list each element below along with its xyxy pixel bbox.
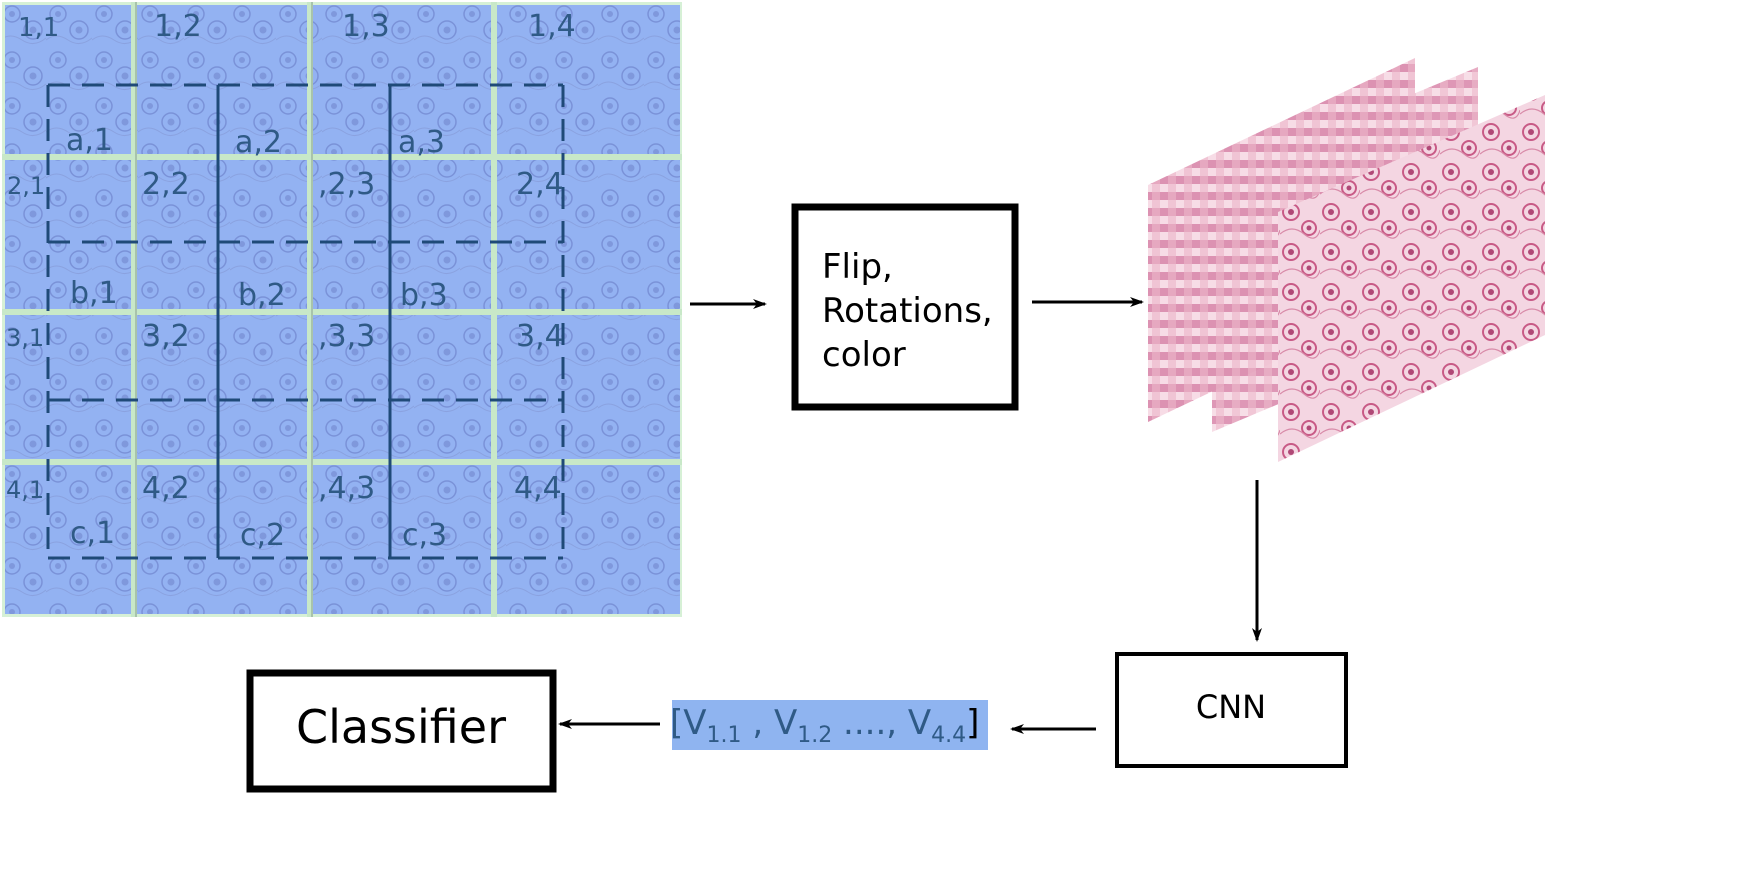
tile-2-2 (137, 160, 307, 309)
tile-label-4-4: 4,4 (514, 471, 562, 506)
vector-sub-1: 1.1 (707, 723, 742, 748)
patch-label-b-3: b,3 (400, 278, 448, 313)
vector-sep-1: , (742, 703, 774, 743)
tile-2-1 (5, 160, 131, 309)
tile-1-1 (5, 5, 131, 154)
augment-line-3: color (822, 335, 906, 375)
tile-label-1-3: 1,3 (342, 9, 390, 44)
tile-1-4 (497, 5, 680, 154)
classifier-box: Classifier (246, 669, 557, 793)
patch-label-c-2: c,2 (240, 518, 285, 553)
vector-highlight (672, 700, 988, 750)
tile-3-1 (5, 315, 131, 459)
tile-3-4 (497, 315, 680, 459)
patch-label-b-1: b,1 (70, 276, 118, 311)
vector-v1: V (683, 703, 706, 743)
tile-label-2-3: ,2,3 (318, 167, 375, 202)
tile-label-3-4: 3,4 (516, 319, 564, 354)
tile-label-4-2: 4,2 (142, 471, 190, 506)
augment-line-1: Flip, (822, 247, 893, 287)
augment-line-2: Rotations, (822, 291, 993, 331)
tile-label-2-1: 2,1 (7, 172, 45, 200)
tile-4-1 (5, 465, 131, 614)
patch-label-a-1: a,1 (66, 123, 113, 158)
augmented-patches (1148, 58, 1545, 462)
cnn-box: CNN (1115, 652, 1348, 768)
vector-open-bracket: [ (670, 703, 683, 743)
tile-dividers (2, 2, 682, 617)
vector-sub-2: 1.2 (797, 723, 832, 748)
patch-overlay (46, 83, 565, 560)
tile-4-3 (313, 465, 491, 614)
tile-4-2 (137, 465, 307, 614)
tile-label-3-2: 3,2 (142, 319, 190, 354)
patch-label-c-3: c,3 (402, 518, 447, 553)
tile-label-3-3: ,3,3 (318, 319, 375, 354)
tile-3-2 (137, 315, 307, 459)
tile-label-4-1: 4,1 (6, 476, 44, 504)
tile-label-1-1: 1,1 (18, 13, 59, 43)
tile-3-3 (313, 315, 491, 459)
tile-label-2-2: 2,2 (142, 167, 190, 202)
vector-v3: V (908, 703, 931, 743)
tile-2-3 (313, 160, 491, 309)
tile-label-1-4: 1,4 (528, 9, 576, 44)
vector-dots: ...., (832, 703, 908, 743)
patch-label-b-2: b,2 (238, 278, 286, 313)
tile-label-2-4: 2,4 (516, 167, 564, 202)
tile-1-2 (137, 5, 307, 154)
augmented-patch-front (1278, 95, 1545, 462)
tile-1-3 (313, 5, 491, 154)
tile-4-4 (497, 465, 680, 614)
vector-v2: V (774, 703, 797, 743)
tile-label-3-1: 3,1 (6, 324, 44, 352)
feature-vector: [V1.1 , V1.2 ...., V4.4] (670, 700, 988, 750)
cnn-label: CNN (1196, 688, 1266, 726)
augment-box: Flip, Rotations, color (791, 203, 1019, 411)
classifier-label: Classifier (296, 700, 506, 754)
patch-label-c-1: c,1 (70, 516, 115, 551)
vector-text: [V1.1 , V1.2 ...., V4.4] (670, 703, 979, 748)
tile-label-4-3: ,4,3 (318, 471, 375, 506)
tile-label-1-2: 1,2 (154, 9, 202, 44)
tile-grid (2, 2, 682, 617)
vector-close-bracket: ] (966, 703, 979, 743)
patch-label-a-2: a,2 (235, 125, 282, 160)
tile-2-4 (497, 160, 680, 309)
vector-sub-3: 4.4 (931, 723, 966, 748)
patch-label-a-3: a,3 (398, 125, 445, 160)
